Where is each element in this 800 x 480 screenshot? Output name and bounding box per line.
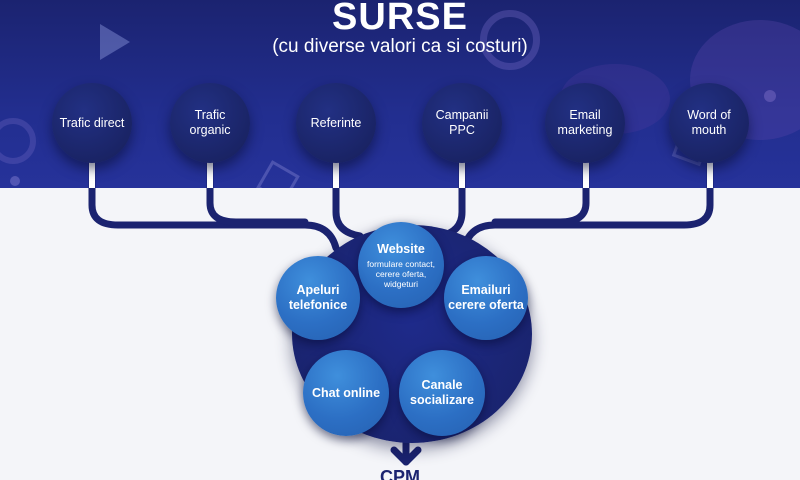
source-campanii-ppc: Campanii PPC	[422, 83, 502, 163]
output-cpm-label: CPM	[380, 467, 420, 480]
decor-dot	[764, 90, 776, 102]
source-word-of-mouth: Word of mouth	[669, 83, 749, 163]
channel-website-title: Website	[377, 241, 425, 256]
channel-apeluri-title: Apeluri telefonice	[288, 283, 348, 312]
channel-website: Website formulare contact, cerere oferta…	[358, 222, 444, 308]
channel-website-detail: formulare contact, cerere oferta, widget…	[366, 258, 436, 289]
decor-ring	[0, 118, 36, 164]
connector-trafic-organic	[206, 158, 309, 226]
channel-emailuri-title: Emailuri cerere oferta	[448, 283, 524, 312]
source-trafic-organic: Trafic organic	[170, 83, 250, 163]
channel-chat-title: Chat online	[311, 385, 381, 400]
decor-ring	[480, 10, 540, 70]
decor-dot	[10, 176, 20, 186]
connector-trafic-direct	[88, 158, 340, 252]
decor-triangle	[100, 24, 130, 60]
channel-social-title: Canale socializare	[410, 378, 474, 407]
channel-chat-online: Chat online	[303, 350, 389, 436]
output-arrowhead	[390, 446, 422, 466]
channel-apeluri-telefonice: Apeluri telefonice	[276, 256, 360, 340]
page-subtitle: (cu diverse valori ca si costuri)	[272, 36, 528, 57]
page-title: SURSE	[332, 0, 468, 38]
connector-campanii-ppc	[436, 158, 466, 240]
connector-email-marketing	[491, 158, 590, 226]
source-email-marketing: Email marketing	[545, 83, 625, 163]
connector-referinte	[332, 158, 364, 240]
channel-emailuri-cerere-oferta: Emailuri cerere oferta	[444, 256, 528, 340]
channel-canale-socializare: Canale socializare	[399, 350, 485, 436]
source-trafic-direct: Trafic direct	[52, 83, 132, 163]
source-referinte: Referinte	[296, 83, 376, 163]
connector-word-of-mouth	[460, 158, 714, 252]
